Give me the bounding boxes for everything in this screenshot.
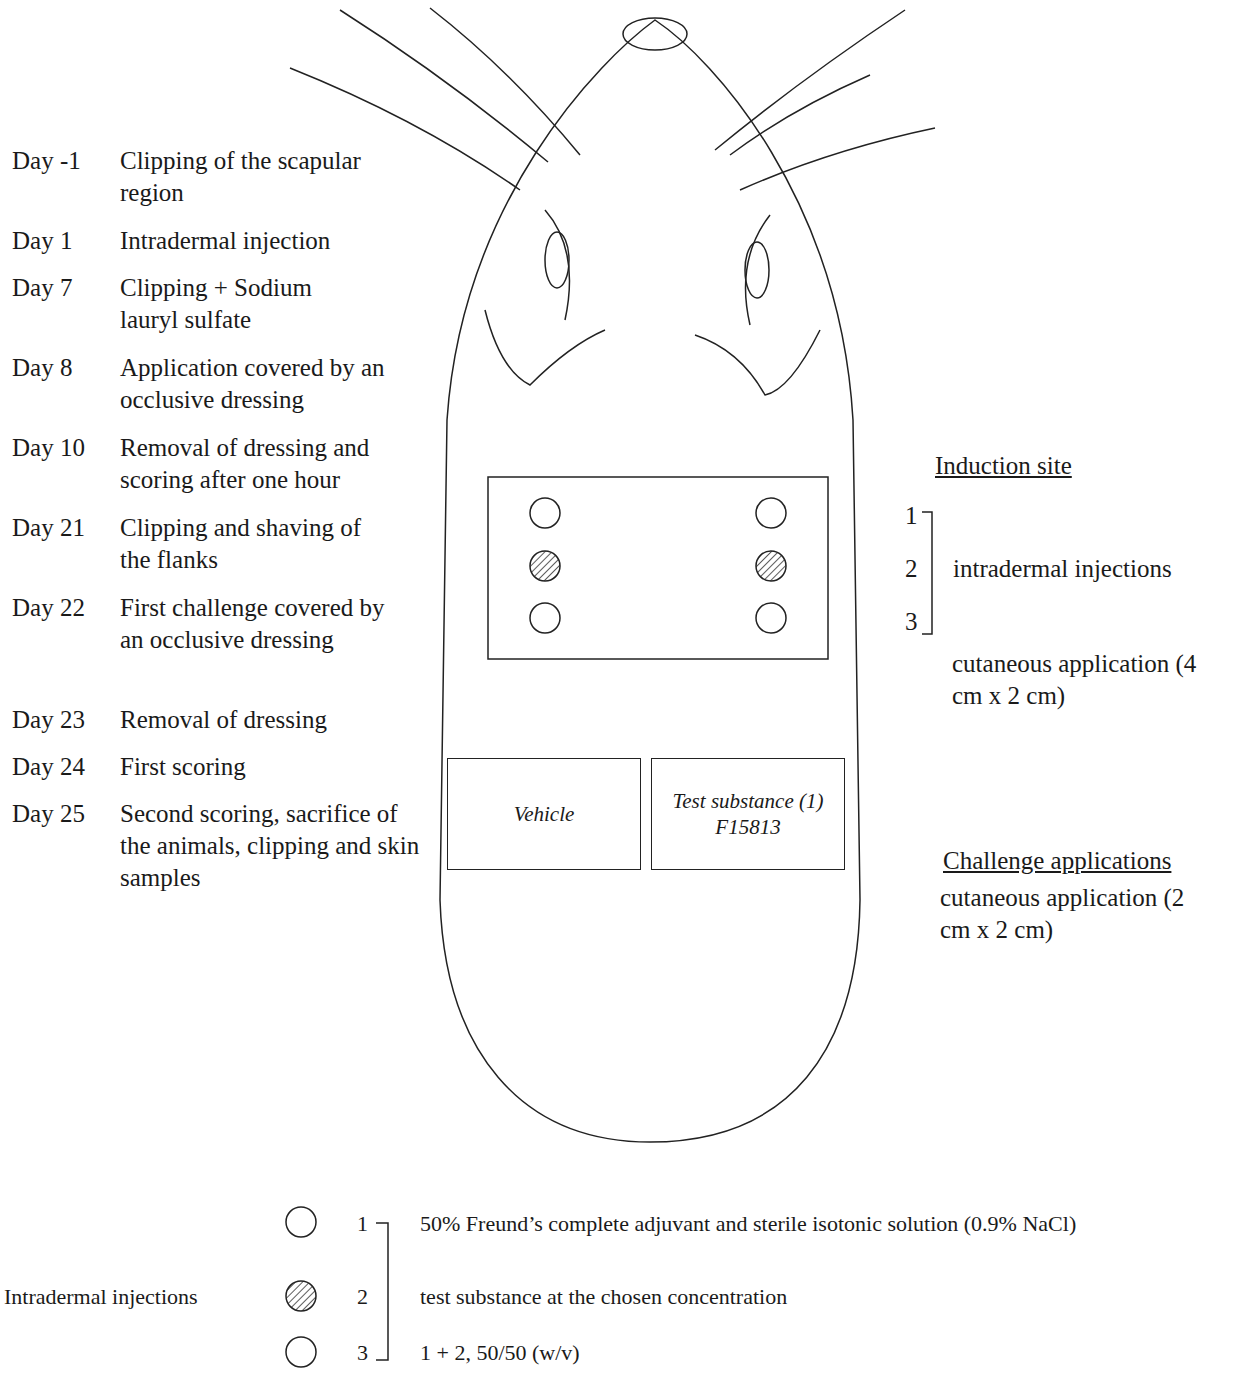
day-label: Day 7 [12,272,72,304]
box-label: Vehicle [514,801,575,827]
step-text: Removal of dressing and scoring after on… [120,432,420,496]
step-text: First scoring [120,751,420,783]
day-label: Day 22 [12,592,85,624]
annotation: cutaneous application (2 cm x 2 cm) [940,882,1210,946]
callout-number: 2 [905,553,918,585]
step-text: Intradermal injection [120,225,420,257]
section-heading: Induction site [935,450,1072,482]
step-text: Second scoring, sacrifice of the animals… [120,798,420,894]
day-label: Day 1 [12,225,72,257]
callout-number: 3 [905,606,918,638]
day-label: Day -1 [12,145,81,177]
legend-text: test substance at the chosen concentrati… [420,1281,1120,1313]
annotation: cutaneous application (4 cm x 2 cm) [952,648,1222,712]
step-text: Clipping and shaving of the flanks [120,512,390,576]
day-label: Day 23 [12,704,85,736]
day-label: Day 24 [12,751,85,783]
box-label: Test substance (1) F15813 [658,788,838,840]
legend-heading: Intradermal injections [4,1281,198,1313]
day-label: Day 21 [12,512,85,544]
step-text: First challenge covered by an occlusive … [120,592,410,656]
step-text: Application covered by an occlusive dres… [120,352,410,416]
legend-text: 50% Freund’s complete adjuvant and steri… [420,1208,1120,1240]
day-label: Day 25 [12,798,85,830]
day-label: Day 8 [12,352,72,384]
challenge-box: Vehicle [447,758,641,870]
legend-text: 1 + 2, 50/50 (w/v) [420,1337,1120,1369]
callout-number: 1 [357,1208,368,1240]
step-text: Clipping of the scapular region [120,145,420,209]
callout-number: 1 [905,500,918,532]
section-heading: Challenge applications [943,845,1171,877]
annotation: intradermal injections [953,553,1172,585]
day-label: Day 10 [12,432,85,464]
callout-number: 2 [357,1281,368,1313]
challenge-box: Test substance (1) F15813 [651,758,845,870]
step-text: Removal of dressing [120,704,420,736]
callout-number: 3 [357,1337,368,1369]
step-text: Clipping + Sodium lauryl sulfate [120,272,370,336]
